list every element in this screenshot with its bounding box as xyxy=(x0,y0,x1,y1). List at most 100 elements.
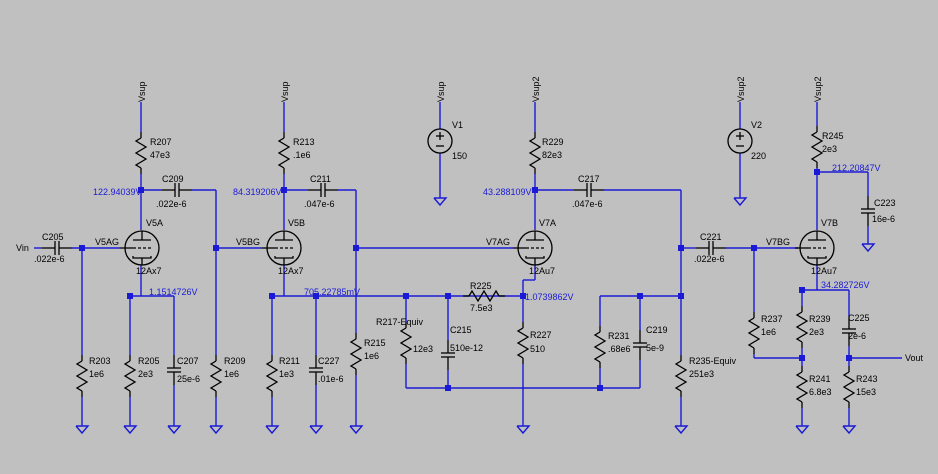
c219-value: 5e-9 xyxy=(646,343,664,353)
r231-name: R231 xyxy=(608,331,630,341)
v5b-type: 12Ax7 xyxy=(278,266,304,276)
v5b-name: V5B xyxy=(288,218,305,228)
r203-symbol xyxy=(76,354,88,398)
c223-value: 16e-6 xyxy=(872,214,895,224)
r225-name: R225 xyxy=(470,281,492,291)
voltage-v7a-plate: 43.288109V xyxy=(483,187,532,197)
voltage-v5b-cathode: 705.22785mV xyxy=(304,287,360,297)
r239-name: R239 xyxy=(809,314,831,324)
wires xyxy=(34,102,902,418)
v2-source-symbol xyxy=(727,128,753,154)
c217-symbol xyxy=(573,182,605,198)
r241-name: R241 xyxy=(809,374,831,384)
output-label: Vout xyxy=(905,353,924,363)
v5b-tube-symbol xyxy=(261,230,302,266)
net-label-v7ag: V7AG xyxy=(486,237,510,247)
c227-value: .01e-6 xyxy=(318,374,344,384)
voltage-v7b-supply: 212.20847V xyxy=(832,163,881,173)
r207-name: R207 xyxy=(150,137,172,147)
c209-value: .022e-6 xyxy=(156,199,187,209)
junction-dots xyxy=(79,169,852,391)
r207-symbol xyxy=(135,131,147,175)
v7a-name: V7A xyxy=(539,218,556,228)
v7b-tube-symbol xyxy=(794,230,835,266)
c227-name: C227 xyxy=(318,356,340,366)
r235-value: 251e3 xyxy=(689,369,714,379)
supply-flag-v5a: Vsup xyxy=(137,81,147,102)
r229-symbol xyxy=(529,131,541,175)
v7a-type: 12Au7 xyxy=(529,266,555,276)
r243-name: R243 xyxy=(856,374,878,384)
c205-value: .022e-6 xyxy=(34,254,65,264)
r211-name: R211 xyxy=(279,356,300,366)
r239-symbol xyxy=(796,305,808,349)
r245-name: R245 xyxy=(822,131,844,141)
r237-symbol xyxy=(748,311,760,355)
r237-name: R237 xyxy=(761,314,783,324)
r231-value: .68e6 xyxy=(608,344,631,354)
r235-name: R235-Equiv xyxy=(689,356,737,366)
v1-value: 150 xyxy=(452,151,467,161)
voltage-v7a-cathode: 1.0739862V xyxy=(525,292,574,302)
net-label-v7bg: V7BG xyxy=(766,237,790,247)
r239-value: 2e3 xyxy=(809,327,824,337)
c215-value: 510e-12 xyxy=(450,343,483,353)
r215-symbol xyxy=(350,332,362,376)
v2-value: 220 xyxy=(751,151,766,161)
c221-value: .022e-6 xyxy=(694,254,725,264)
voltage-v7b-cathode: 34.282726V xyxy=(821,280,870,290)
r213-value: .1e6 xyxy=(293,150,311,160)
c215-name: C215 xyxy=(450,325,472,335)
r227-name: R227 xyxy=(530,330,552,340)
supply-flag-v2: Vsup2 xyxy=(736,76,746,102)
c211-value: .047e-6 xyxy=(304,199,335,209)
c209-symbol xyxy=(161,182,193,198)
voltage-v5b-plate: 84.319206V xyxy=(233,187,282,197)
r229-name: R229 xyxy=(542,137,564,147)
c207-name: C207 xyxy=(177,356,199,366)
r245-symbol xyxy=(811,125,823,169)
c219-name: C219 xyxy=(646,325,668,335)
r205-symbol xyxy=(124,354,136,398)
v7b-name: V7B xyxy=(821,218,838,228)
c205-name: C205 xyxy=(42,232,64,242)
r217-value: 12e3 xyxy=(413,344,433,354)
r243-symbol xyxy=(843,365,855,409)
v5a-tube-symbol xyxy=(119,230,160,266)
r205-name: R205 xyxy=(138,356,160,366)
r205-value: 2e3 xyxy=(138,369,153,379)
r211-value: 1e3 xyxy=(279,369,294,379)
r241-symbol xyxy=(796,365,808,409)
c223-name: C223 xyxy=(874,198,896,208)
r241-value: 6.8e3 xyxy=(809,387,832,397)
c211-symbol xyxy=(307,182,339,198)
r203-name: R203 xyxy=(89,356,111,366)
r245-value: 2e3 xyxy=(822,144,837,154)
voltage-v5a-plate: 122.94039V xyxy=(93,187,142,197)
r243-value: 15e3 xyxy=(856,387,876,397)
r215-value: 1e6 xyxy=(364,351,379,361)
r213-name: R213 xyxy=(293,137,315,147)
c221-symbol xyxy=(695,240,727,256)
supply-flag-v1: Vsup xyxy=(436,81,446,102)
r227-symbol xyxy=(517,321,529,365)
r229-value: 82e3 xyxy=(542,150,562,160)
net-label-v5bg: V5BG xyxy=(236,237,260,247)
c217-value: .047e-6 xyxy=(572,199,603,209)
v2-name: V2 xyxy=(751,120,762,130)
c209-name: C209 xyxy=(162,174,184,184)
supply-flag-v5b: Vsup xyxy=(280,81,290,102)
c225-value: 2e-6 xyxy=(848,331,866,341)
r217-symbol xyxy=(400,321,412,365)
r207-value: 47e3 xyxy=(150,150,170,160)
v1-source-symbol xyxy=(427,128,453,154)
c219-symbol xyxy=(632,329,648,361)
r231-symbol xyxy=(594,325,606,369)
r215-name: R215 xyxy=(364,338,386,348)
r209-value: 1e6 xyxy=(224,369,239,379)
c205-symbol xyxy=(41,240,73,256)
net-label-v5ag: V5AG xyxy=(95,237,119,247)
v5a-name: V5A xyxy=(146,218,163,228)
r209-symbol xyxy=(210,354,222,398)
